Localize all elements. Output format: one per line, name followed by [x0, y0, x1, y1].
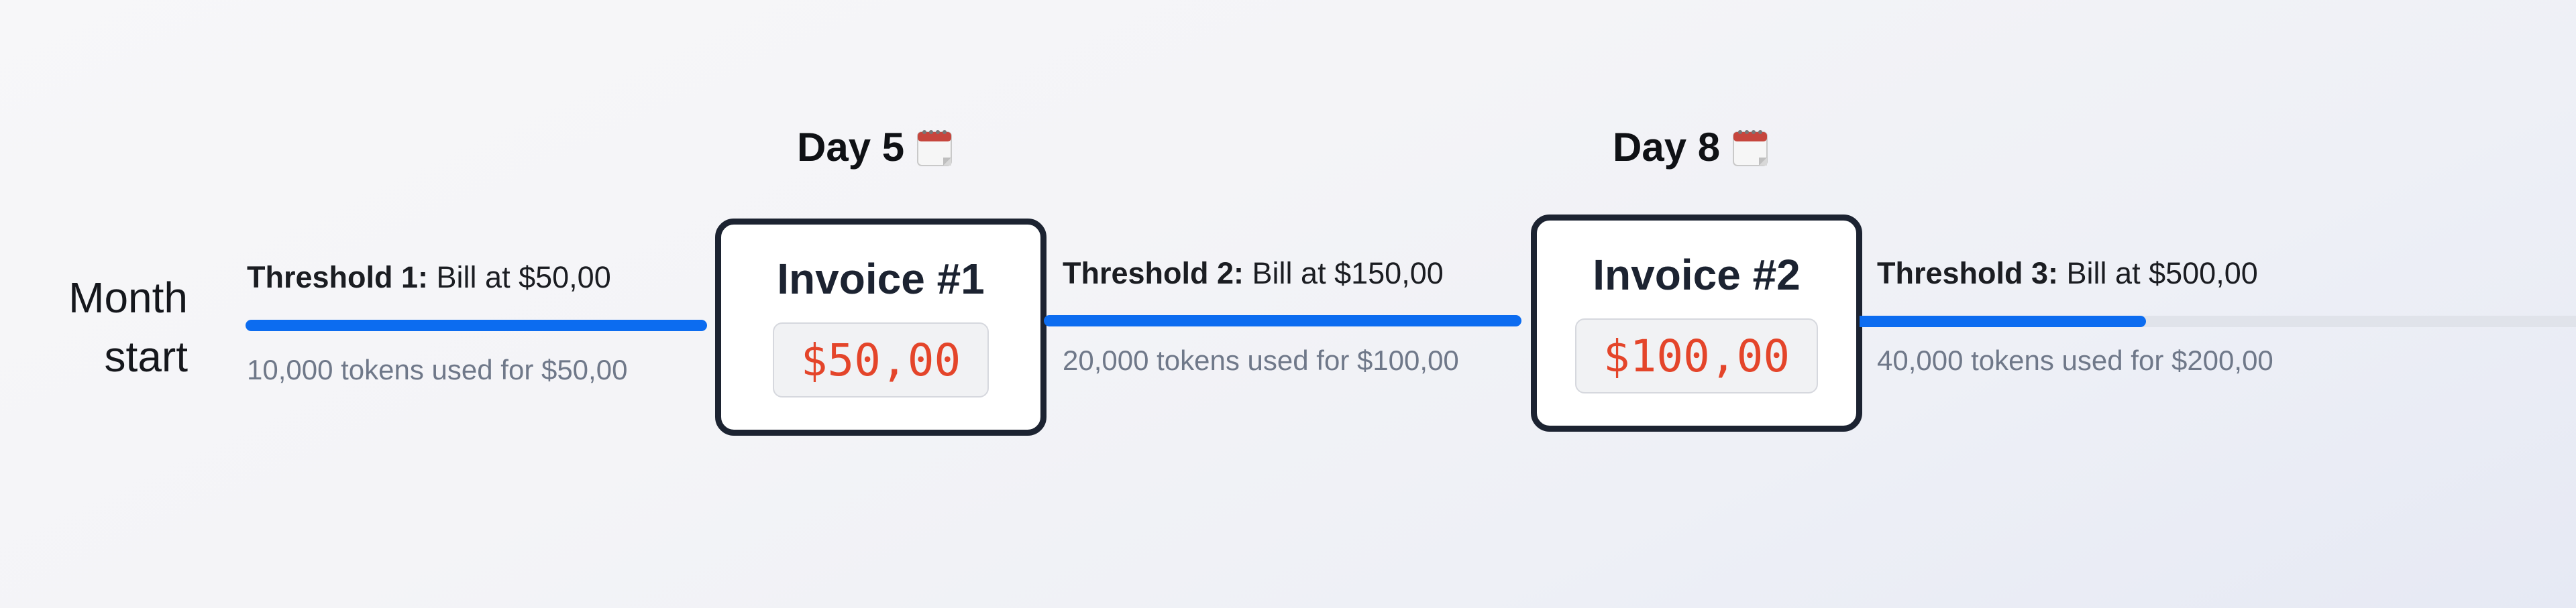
threshold-1-title: Threshold 1: Bill at $50,00: [247, 260, 611, 295]
calendar-icon: [916, 128, 953, 167]
month-start-label: Month start: [68, 273, 188, 381]
day-8-text: Day 8: [1613, 125, 1721, 170]
invoice-1-title: Invoice #1: [777, 255, 985, 303]
threshold-3-progress-fill: [1860, 316, 2147, 327]
threshold-3-bill: Bill at $500,00: [2066, 256, 2258, 290]
threshold-3-progress-track: [1860, 316, 2576, 327]
threshold-1-usage: 10,000 tokens used for $50,00: [247, 354, 628, 385]
invoice-2-card: Invoice #2 $100,00: [1531, 215, 1862, 432]
threshold-3-usage: 40,000 tokens used for $200,00: [1877, 345, 2273, 376]
day-5-text: Day 5: [797, 125, 905, 170]
invoice-1-card: Invoice #1 $50,00: [715, 219, 1046, 436]
threshold-2-usage: 20,000 tokens used for $100,00: [1063, 345, 1459, 376]
invoice-2-amount: $100,00: [1574, 318, 1819, 393]
threshold-2-bill: Bill at $150,00: [1252, 256, 1444, 290]
threshold-3-label: Threshold 3:: [1877, 256, 2059, 290]
threshold-3-title: Threshold 3: Bill at $500,00: [1877, 256, 2258, 291]
invoice-1-amount: $50,00: [772, 322, 989, 398]
calendar-icon: [1732, 128, 1768, 167]
threshold-2-progress-bar: [1044, 315, 1521, 326]
day-5-label: Day 5: [797, 124, 953, 170]
threshold-1-progress-bar: [246, 320, 707, 331]
day-8-label: Day 8: [1613, 124, 1768, 170]
invoice-2-title: Invoice #2: [1593, 251, 1801, 299]
threshold-1-bill: Bill at $50,00: [436, 260, 611, 294]
threshold-2-label: Threshold 2:: [1063, 256, 1244, 290]
threshold-1-label: Threshold 1:: [247, 260, 429, 294]
threshold-2-title: Threshold 2: Bill at $150,00: [1063, 256, 1444, 291]
